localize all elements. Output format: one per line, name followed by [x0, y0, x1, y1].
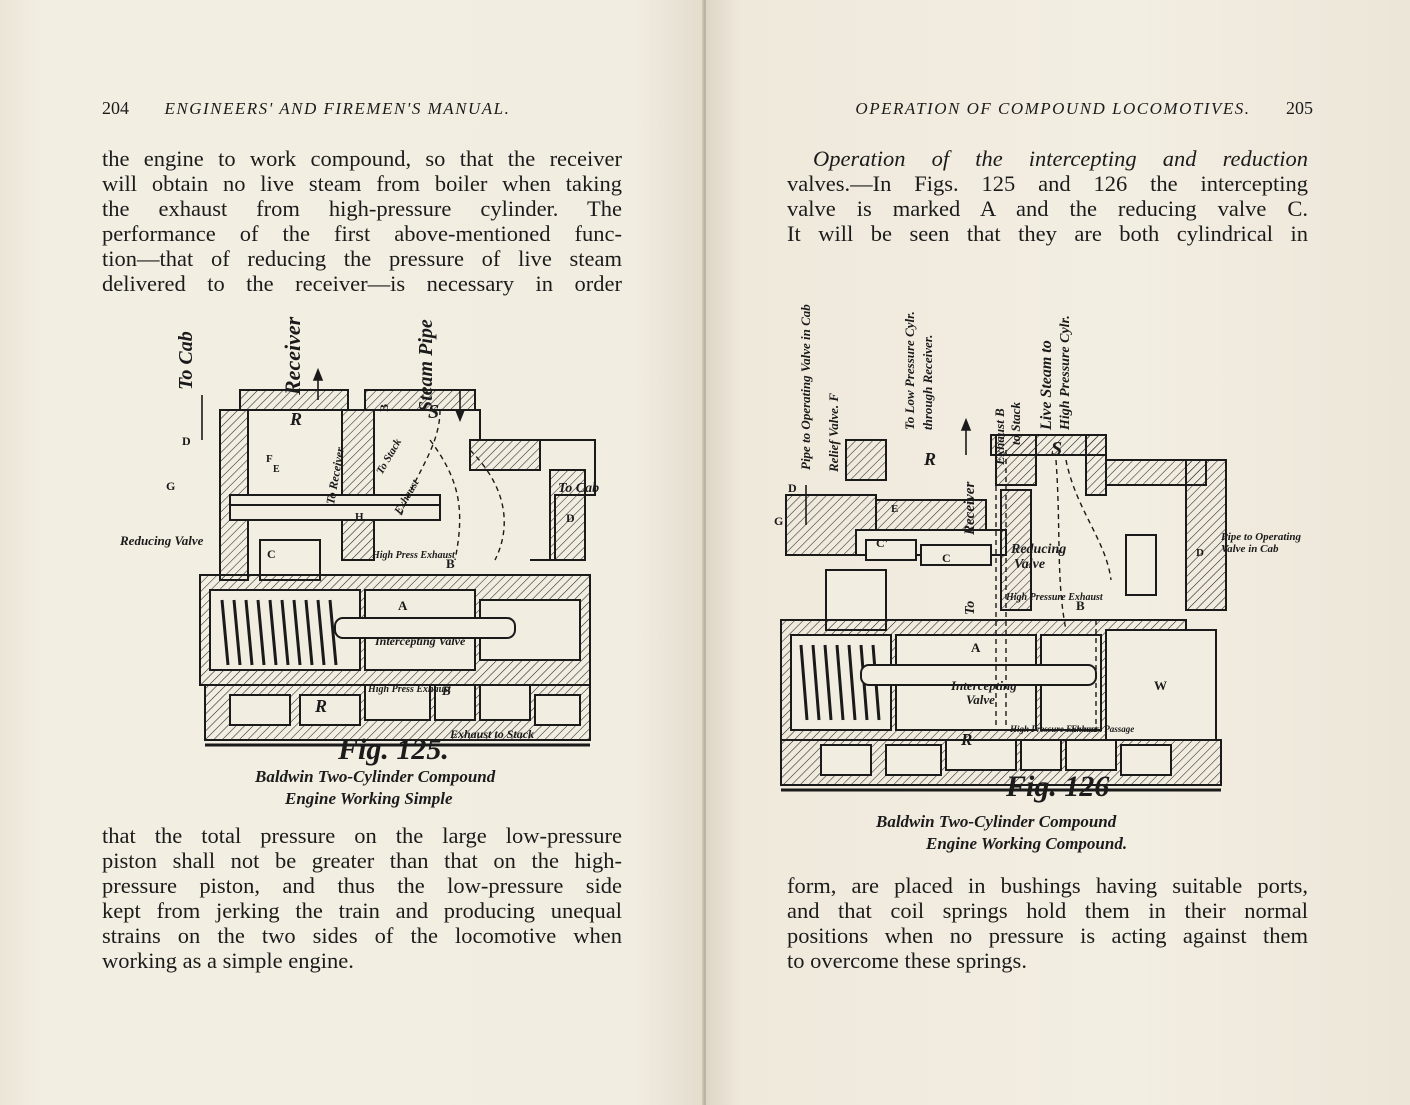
- label-high-press-exhaust-bottom: High Press Exhaust: [367, 684, 452, 695]
- label-to: To: [963, 601, 978, 615]
- label-receiver: Receiver: [962, 482, 978, 536]
- label-w: W: [1154, 678, 1167, 693]
- text-line: to overcome these springs.: [787, 948, 1027, 973]
- label-b-top: B: [377, 404, 391, 412]
- label-to-cab-right: To Cab: [558, 481, 599, 496]
- label-reducing-valve: Reducing Valve: [119, 533, 204, 548]
- text-line: the engine to work compound, so that the…: [102, 146, 622, 171]
- figure-126-caption-line2: Engine Working Compound.: [926, 834, 1128, 853]
- label-g: G: [166, 479, 175, 493]
- figure-125-caption-line2: Engine Working Simple: [285, 789, 453, 808]
- label-to-low-pressure-2: through Receiver.: [920, 335, 935, 430]
- left-page: 204 ENGINEERS' AND FIREMEN'S MANUAL. the…: [0, 0, 704, 1105]
- label-reducing-valve-1: Reducing: [1010, 542, 1066, 557]
- text-line: the exhaust from high-pressure cylinder.…: [102, 196, 622, 221]
- text-line: valves.—In Figs. 125 and 126 the interce…: [787, 171, 1308, 196]
- label-intercepting-valve: Intercepting Valve: [374, 634, 466, 648]
- label-high-pressure-exhaust: High Pressure Exhaust: [1005, 592, 1104, 603]
- label-d-right: D: [566, 511, 575, 525]
- right-page: OPERATION OF COMPOUND LOCOMOTIVES. 205 O…: [706, 0, 1410, 1105]
- label-live-steam-2: High Pressure Cylr.: [1058, 315, 1073, 431]
- figure-125-label: Fig. 125.: [338, 733, 449, 766]
- label-a: A: [971, 640, 981, 655]
- label-to-stack: To Stack: [374, 436, 404, 476]
- label-r-top: R: [923, 449, 936, 469]
- label-steam-pipe: Steam Pipe: [415, 319, 437, 412]
- paragraph-left-2: that the total pressure on the large low…: [102, 823, 622, 973]
- label-s-top: S: [428, 401, 439, 423]
- label-relief-valve: Relief Valve. F: [826, 393, 841, 473]
- paragraph-left-1: the engine to work compound, so that the…: [102, 146, 622, 296]
- label-receiver-top: Receiver: [280, 316, 305, 396]
- text-line: form, are placed in bushings having suit…: [787, 873, 1308, 898]
- text-line: pressure piston, and thus the low-pressu…: [102, 873, 622, 898]
- text-line: and that coil springs hold them in their…: [787, 898, 1308, 923]
- running-head-title-right: OPERATION OF COMPOUND LOCOMOTIVES.: [855, 99, 1251, 118]
- figure-126-diagram: Pipe to Operating Valve in Cab Relief Va…: [774, 304, 1302, 792]
- label-b-mid: B: [446, 556, 455, 571]
- text-line: kept from jerking the train and producin…: [102, 898, 622, 923]
- text-line: will obtain no live steam from boiler wh…: [102, 171, 622, 196]
- text-line: piston shall not be greater than that on…: [102, 848, 622, 873]
- label-exhaust-to-stack: Exhaust to Stack: [449, 727, 534, 741]
- label-d-right: D: [1196, 547, 1204, 559]
- label-to-low-pressure-1: To Low Pressure Cylr.: [902, 311, 917, 430]
- text-line: that the total pressure on the large low…: [102, 823, 622, 848]
- folio-left: 204: [102, 98, 129, 118]
- label-f: F: [266, 453, 273, 465]
- label-exhaust-b: Exhaust B: [992, 408, 1007, 466]
- figure-126-label: Fig. 126: [1006, 770, 1110, 803]
- label-to-stack: to Stack: [1008, 402, 1023, 445]
- folio-right: 205: [1286, 98, 1313, 118]
- text-line: It will be seen that they are both cylin…: [787, 221, 1308, 246]
- text-line: delivered to the receiver—is necessary i…: [102, 271, 622, 296]
- label-r-bottom: R: [960, 730, 972, 749]
- label-reducing-valve-2: Valve: [1014, 557, 1045, 572]
- label-b: B: [1076, 598, 1085, 613]
- label-d: D: [182, 434, 191, 448]
- label-e: E: [891, 503, 898, 515]
- text-line: valve is marked A and the reducing valve…: [787, 196, 1308, 221]
- label-c: C: [267, 547, 276, 561]
- text-line: Operation of the intercepting and reduct…: [813, 146, 1308, 171]
- label-a: A: [398, 598, 408, 613]
- label-high-press-exhaust: High Press Exhaust: [371, 550, 456, 561]
- label-intercepting-valve-1: Intercepting: [950, 678, 1017, 693]
- label-e: E: [273, 464, 280, 475]
- label-pipe-to-operating-right-2: Valve in Cab: [1221, 543, 1279, 555]
- label-g: G: [774, 514, 783, 528]
- text-line: tion—that of reducing the pressure of li…: [102, 246, 622, 271]
- label-d: D: [788, 481, 797, 495]
- label-b-bottom: B: [441, 683, 451, 698]
- text-line: positions when no pressure is acting aga…: [787, 923, 1308, 948]
- figure-125-caption-line1: Baldwin Two-Cylinder Compound: [255, 767, 496, 786]
- label-live-steam-1: Live Steam to: [1038, 340, 1055, 431]
- running-head-left: 204 ENGINEERS' AND FIREMEN'S MANUAL.: [102, 98, 562, 119]
- text-line: performance of the first above-mentioned…: [102, 221, 622, 246]
- figure-126-caption-line1: Baldwin Two-Cylinder Compound: [876, 812, 1117, 831]
- book-gutter: [702, 0, 708, 1105]
- text-line: working as a simple engine.: [102, 948, 354, 973]
- label-pipe-to-operating-right-1: Pipe to Operating: [1221, 531, 1302, 543]
- label-c-prime: C': [876, 536, 888, 550]
- label-high-pressure-exhaust-bottom: High Pressure Exhaust: [1009, 724, 1098, 734]
- running-head-right: OPERATION OF COMPOUND LOCOMOTIVES. 205: [848, 98, 1313, 119]
- label-s-top: S: [1051, 438, 1062, 460]
- label-r-top: R: [289, 409, 302, 429]
- figure-125-diagram: To Cab Receiver Steam Pipe R S To Receiv…: [119, 316, 599, 747]
- label-c: C: [942, 551, 951, 565]
- label-exhaust-passage: Exhaust Passage: [1070, 724, 1134, 734]
- label-pipe-to-operating-valve: Pipe to Operating Valve in Cab: [798, 304, 813, 470]
- text-line: strains on the two sides of the locomoti…: [102, 923, 622, 948]
- label-h: H: [355, 511, 364, 523]
- label-intercepting-valve-2: Valve: [966, 692, 995, 707]
- label-to-cab-top: To Cab: [175, 331, 197, 390]
- paragraph-right-1: Operation of the intercepting and reduct…: [787, 146, 1308, 246]
- label-r-bottom: R: [314, 696, 327, 716]
- paragraph-right-2: form, are placed in bushings having suit…: [787, 873, 1308, 973]
- running-head-title-left: ENGINEERS' AND FIREMEN'S MANUAL.: [164, 99, 511, 118]
